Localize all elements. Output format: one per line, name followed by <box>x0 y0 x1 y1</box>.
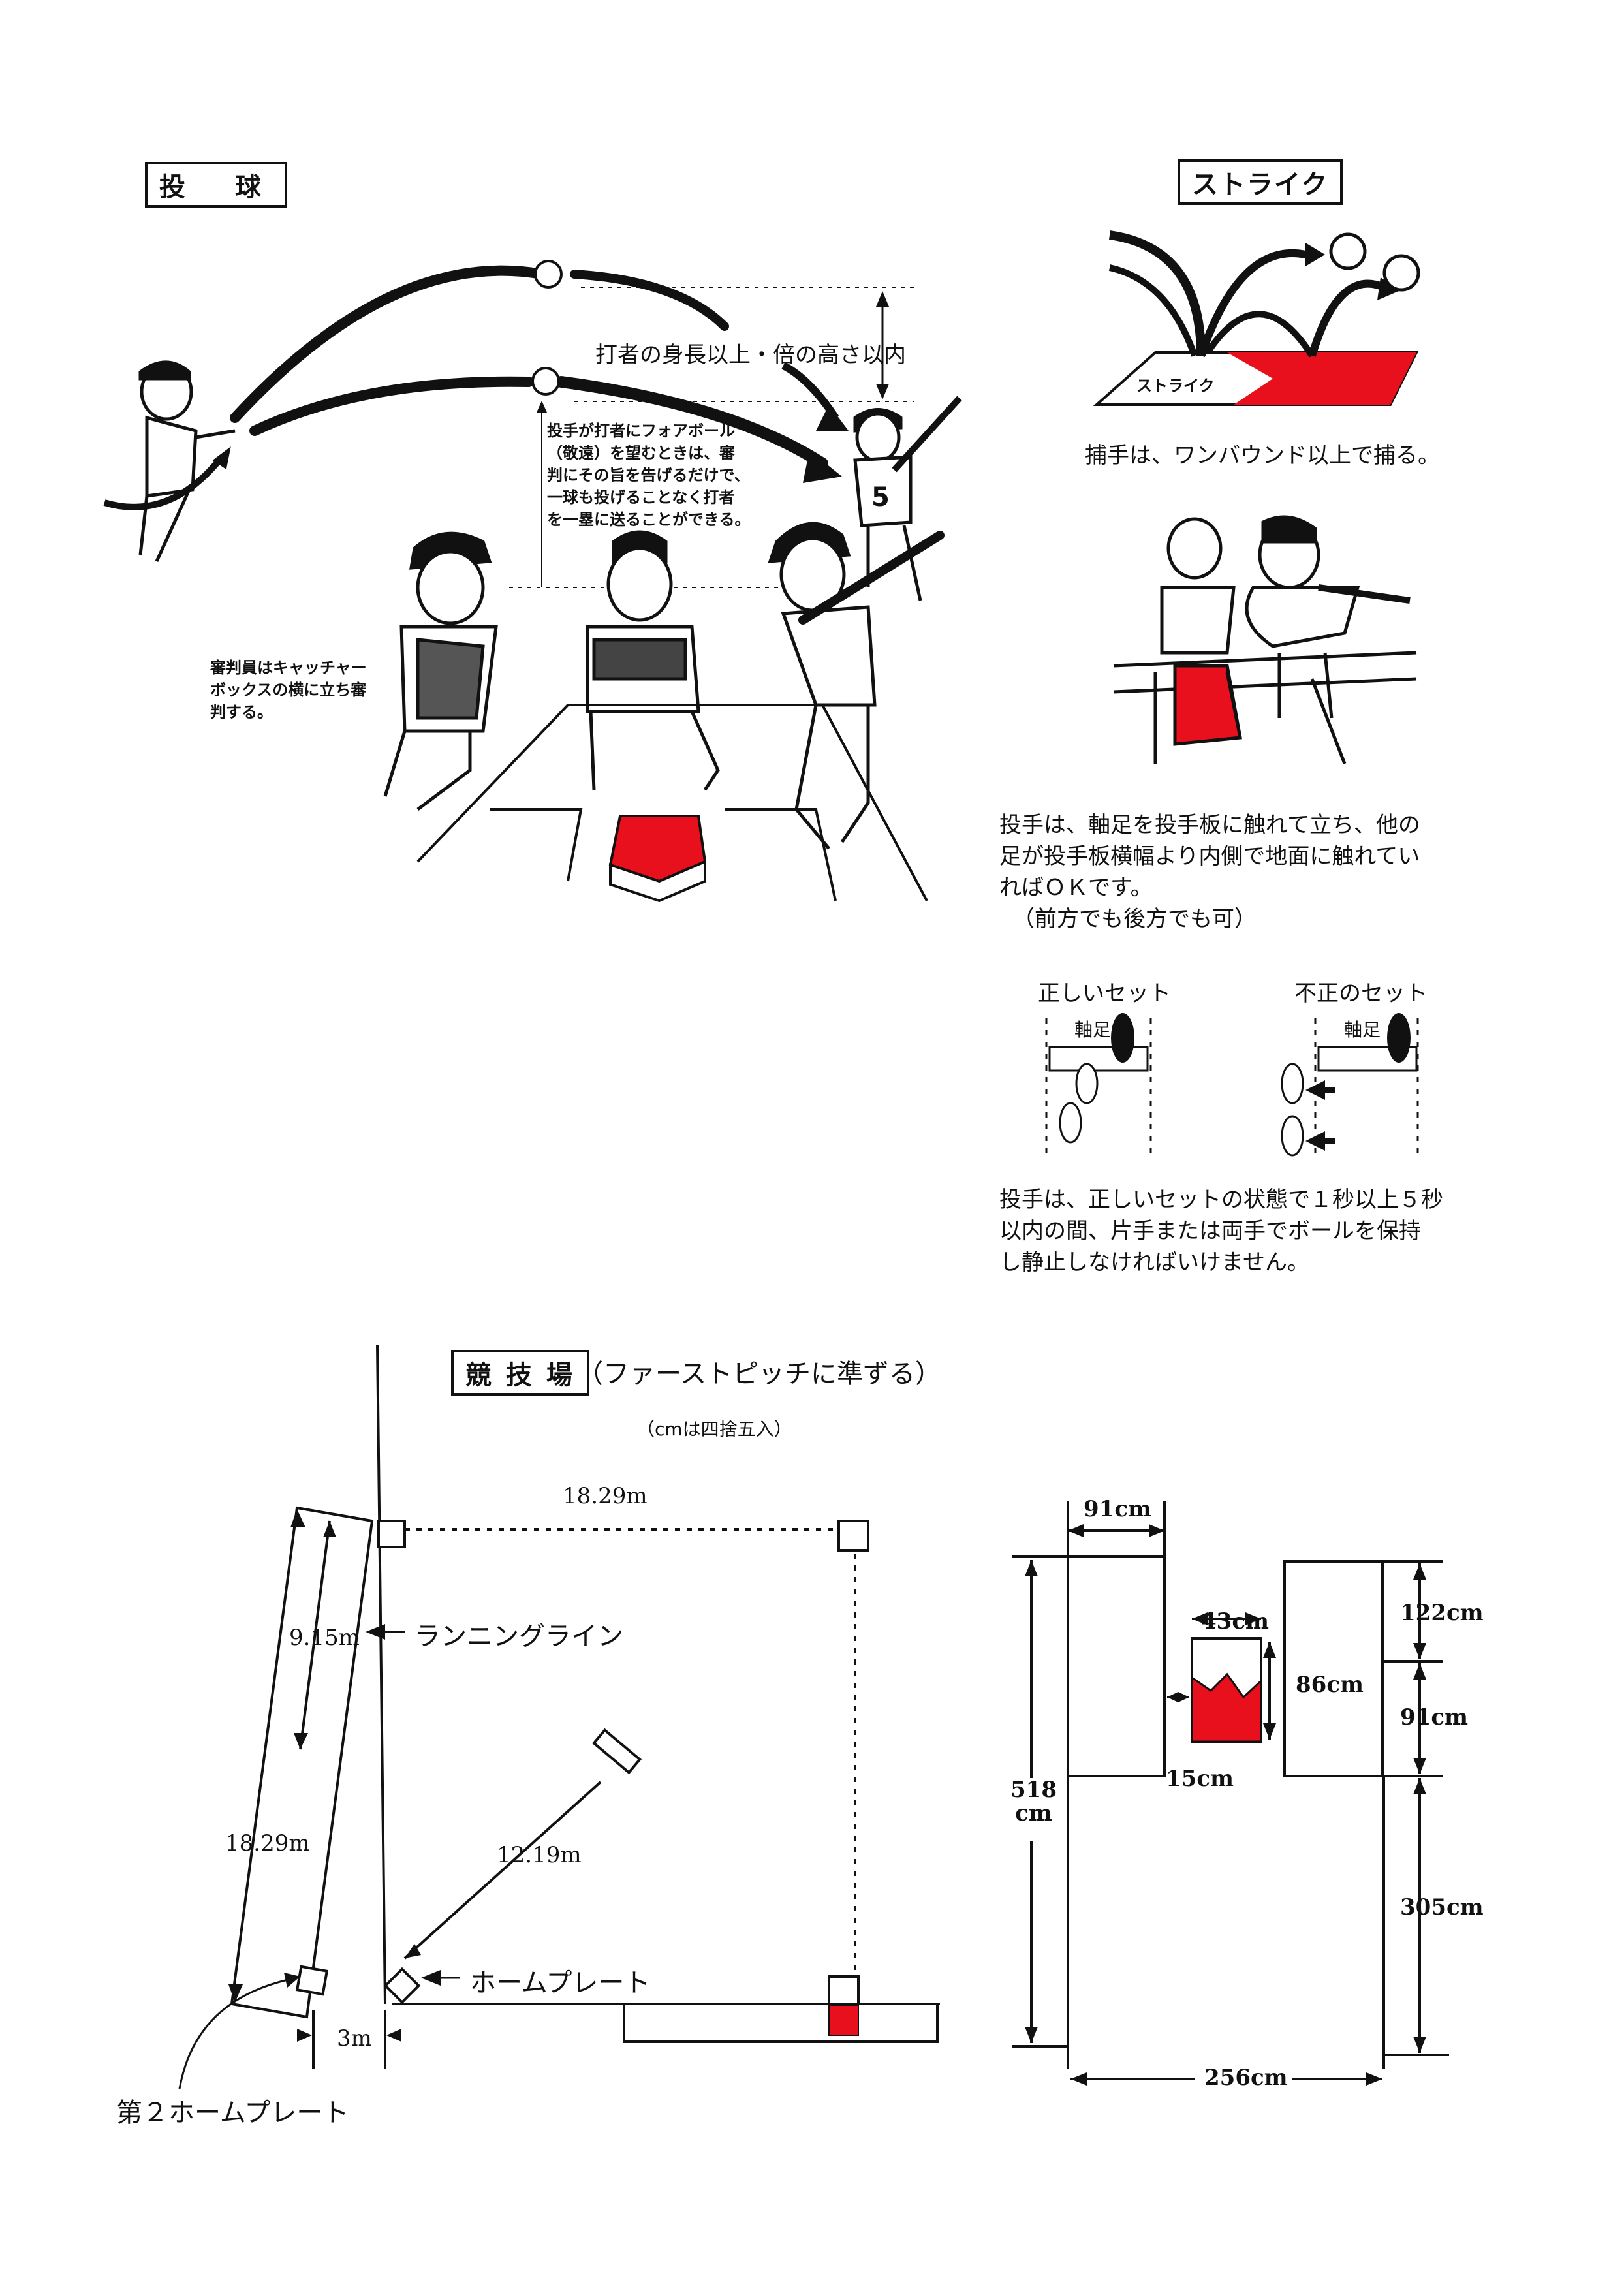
plate-red-small <box>1191 1672 1262 1743</box>
ball-high <box>534 260 563 289</box>
dim-91-label: 91cm <box>1400 1704 1468 1730</box>
correct-set-label: 正しいセット <box>1038 980 1171 1007</box>
pivot-note: 投手は、軸足を投手板に触れて立ち、他の 足が投手板横幅より内側で地面に触れてい … <box>999 812 1420 932</box>
strike-mat-label: ストライク <box>1136 377 1215 395</box>
umpire-note: 審判員はキャッチャー ボックスの横に立ち審 判する。 <box>210 659 367 721</box>
dim-305-label: 305cm <box>1400 1894 1484 1920</box>
total-width-256-label: 256cm <box>1204 2065 1288 2091</box>
base-distance-label: 18.29m <box>563 1483 648 1509</box>
strike-illustration <box>1093 230 1420 764</box>
pitcher-figure <box>103 360 236 563</box>
field-heading: 競 技 場 <box>451 1350 589 1396</box>
set-diagrams <box>1045 1013 1419 1157</box>
home-plate-label: ホームプレート <box>470 1968 651 1998</box>
side-distance-label: 18.29m <box>225 1830 310 1856</box>
umpire-figure <box>383 531 498 811</box>
offset-label: 3m <box>337 2025 372 2052</box>
ball-low <box>531 367 560 396</box>
strike-heading: ストライク <box>1178 159 1343 205</box>
field-subheading: （ファーストピッチに準ずる） <box>577 1359 941 1389</box>
gap-15-label: 15cm <box>1166 1766 1234 1792</box>
height-reference-batter <box>853 396 962 601</box>
pitching-distance-label: 12.19m <box>497 1842 582 1868</box>
catch-note: 捕手は、ワンバウンド以上で捕る。 <box>1085 443 1440 469</box>
batter-box-lines <box>416 704 928 901</box>
height-note: 打者の身長以上・倍の高さ以内 <box>595 342 906 368</box>
second-home-plate-label: 第２ホームプレート <box>116 2098 349 2128</box>
box-width-91-label: 91cm <box>1084 1496 1151 1522</box>
plate-width-43-label: 43cm <box>1201 1608 1269 1634</box>
pivot-foot-label-incorrect: 軸足 <box>1344 1019 1381 1040</box>
plate-height-86-label: 86cm <box>1296 1672 1364 1698</box>
incorrect-set-label: 不正のセット <box>1294 980 1428 1007</box>
batter-figure <box>768 522 945 850</box>
running-line-label: ランニングライン <box>414 1621 623 1651</box>
pivot-foot-label-correct: 軸足 <box>1074 1019 1112 1040</box>
catcher-figure <box>586 530 720 791</box>
height-518-label: 518 cm <box>1010 1777 1057 1826</box>
jersey-number: 5 <box>871 482 890 512</box>
pitching-illustration: 5 <box>103 260 962 903</box>
pitching-heading: 投 球 <box>145 162 287 208</box>
rounding-note: （cmは四捨五入） <box>636 1418 792 1440</box>
dim-122-label: 122cm <box>1400 1600 1484 1626</box>
hold-note: 投手は、正しいセットの状態で１秒以上５秒 以内の間、片手または両手でボールを保持… <box>999 1187 1443 1275</box>
running-line-distance-label: 9.15m <box>289 1625 360 1651</box>
walk-note: 投手が打者にフォアボール （敬遠）を望むときは、審 判にその旨を告げるだけで、 … <box>547 422 751 529</box>
